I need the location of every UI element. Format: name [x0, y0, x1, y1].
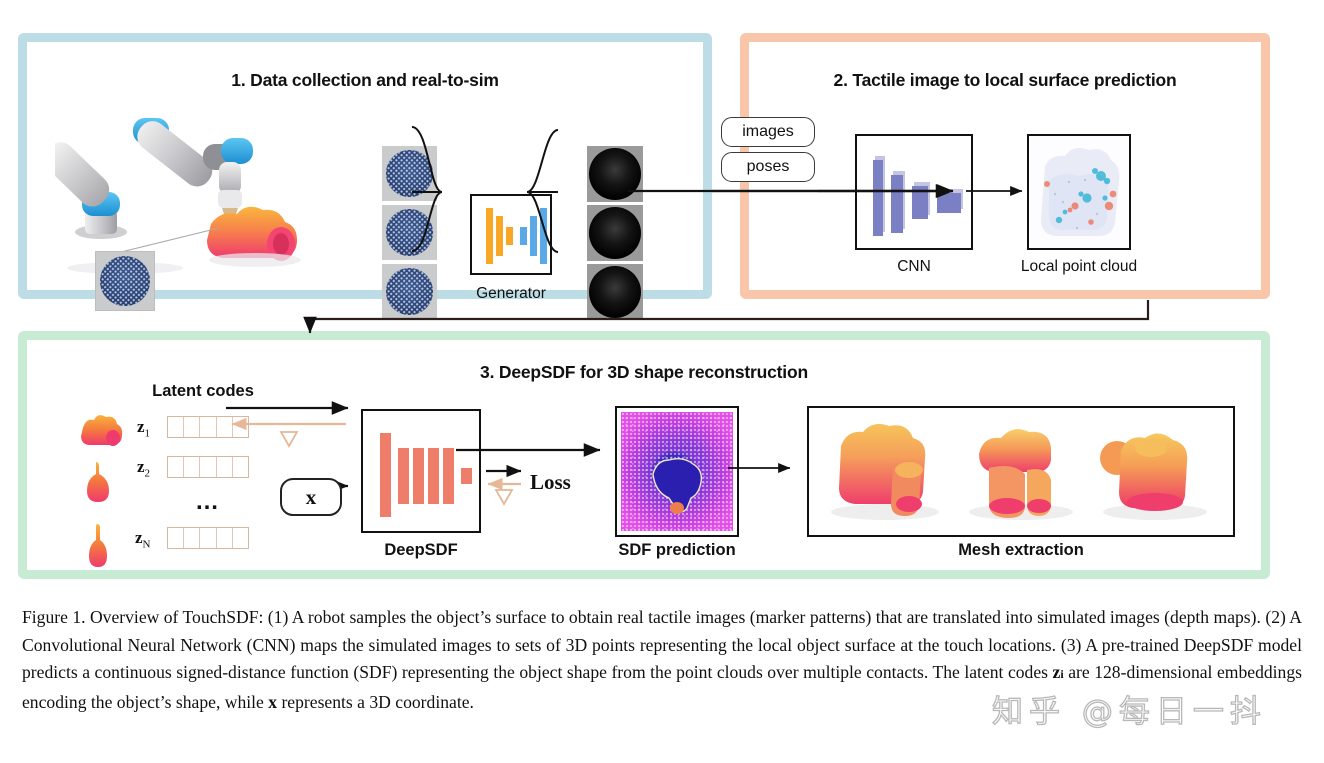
latent-code-vector-n [167, 527, 249, 549]
generator-box [470, 194, 552, 275]
generator-bar-2 [496, 216, 503, 256]
input-pill-poses[interactable]: poses [721, 152, 815, 182]
local-point-cloud-label: Local point cloud [1020, 258, 1138, 275]
deepsdf-bar-3 [413, 448, 424, 504]
latent-code-ellipsis: … [195, 488, 221, 515]
deepsdf-bar-6 [461, 468, 472, 484]
query-point-pill[interactable]: x [280, 478, 342, 516]
deepsdf-bar-2 [398, 448, 409, 504]
cnn-label: CNN [897, 258, 931, 275]
panel-data-collection: 1. Data collection and real-to-sim [18, 33, 712, 320]
caption-prefix: Figure 1. [22, 607, 86, 627]
inset-tactile-image [95, 251, 155, 311]
input-pill-images-label: images [742, 123, 794, 140]
real-tactile-image-2 [382, 205, 437, 260]
object-thumbnail-2 [81, 458, 115, 509]
loss-label: Loss [530, 470, 571, 494]
object-thumbnail-1 [75, 406, 123, 457]
caption-text-1: Overview of TouchSDF: (1) A robot sample… [22, 607, 1302, 682]
cnn-bar-4 [937, 193, 961, 213]
caption-text-2: are 128-dimensional embeddings encoding … [22, 662, 1302, 712]
panel-deepsdf: 3. DeepSDF for 3D shape reconstruction L… [18, 331, 1270, 579]
deepsdf-bar-5 [443, 448, 454, 504]
latent-code-label-n: zN [135, 528, 151, 551]
deepsdf-bar-1 [380, 433, 391, 517]
generator-bar-1 [486, 208, 493, 264]
sim-depth-map-3 [587, 264, 643, 320]
input-pill-images[interactable]: images [721, 117, 815, 147]
cnn-box [855, 134, 973, 250]
panel-2-title: 2. Tactile image to local surface predic… [833, 70, 1177, 90]
latent-code-label-2: z2 [137, 457, 151, 480]
sdf-prediction-box [615, 406, 739, 537]
deepsdf-label: DeepSDF [384, 541, 458, 559]
figure-caption: Figure 1. Overview of TouchSDF: (1) A ro… [22, 604, 1302, 716]
sim-depth-map-1 [587, 146, 643, 202]
input-pill-poses-label: poses [746, 158, 790, 175]
generator-label: Generator [476, 285, 546, 302]
panel-1-title: 1. Data collection and real-to-sim [231, 70, 499, 90]
deepsdf-box [361, 409, 481, 533]
mesh-extraction-label: Mesh extraction [958, 541, 1084, 559]
cnn-bar-2 [891, 175, 903, 233]
sdf-prediction-raster [621, 412, 733, 531]
site-watermark: 知乎 @每日一抖 [991, 693, 1267, 730]
mesh-renders [831, 424, 1207, 520]
latent-codes-label: Latent codes [152, 382, 254, 400]
object-thumbnail-3 [85, 522, 113, 575]
latent-code-vector-1 [167, 416, 249, 438]
robot-arm-illustration [43, 92, 315, 274]
panel-3-title: 3. DeepSDF for 3D shape reconstruction [480, 362, 808, 382]
generator-bar-4 [520, 227, 527, 245]
real-tactile-image-3 [382, 264, 437, 319]
sim-depth-map-2 [587, 205, 643, 261]
deepsdf-bar-4 [428, 448, 439, 504]
mesh-extraction-box [807, 406, 1235, 537]
generator-bar-6 [540, 208, 547, 264]
panel-surface-prediction: 2. Tactile image to local surface predic… [740, 33, 1270, 299]
query-point-label: x [305, 484, 317, 509]
caption-math-z: z [1052, 662, 1061, 682]
generator-bar-3 [506, 227, 513, 245]
cnn-bar-1 [873, 160, 883, 236]
cnn-bar-3 [912, 186, 928, 219]
local-point-cloud-box [1027, 134, 1131, 250]
generator-bar-5 [530, 216, 537, 256]
real-tactile-image-1 [382, 146, 437, 201]
latent-code-label-1: z1 [137, 417, 151, 440]
caption-math-z-sub: i [1060, 667, 1064, 681]
caption-text-3: represents a 3D coordinate. [277, 691, 474, 712]
point-cloud-render [1041, 148, 1120, 236]
sdf-prediction-label: SDF prediction [618, 541, 736, 559]
caption-math-x: x [268, 691, 278, 712]
latent-code-vector-2 [167, 456, 249, 478]
